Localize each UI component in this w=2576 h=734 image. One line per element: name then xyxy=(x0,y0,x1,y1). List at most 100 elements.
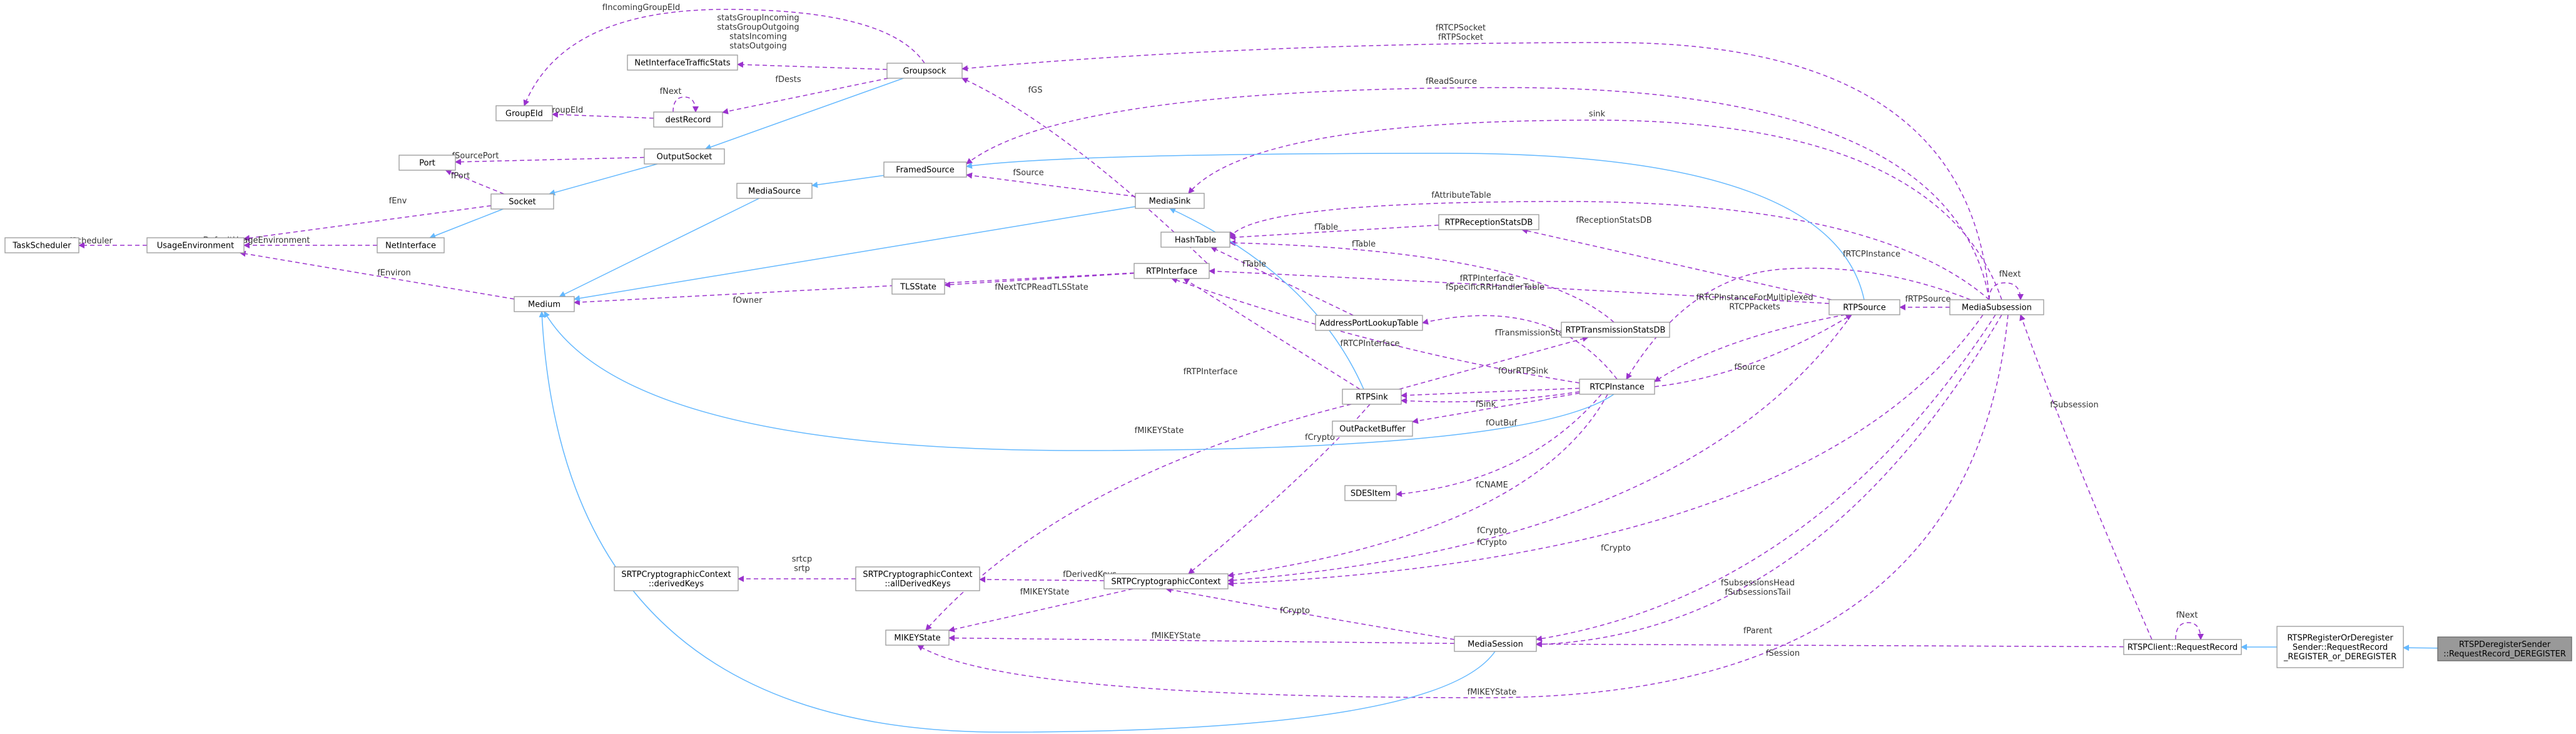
class-node-label-line: RTSPRegisterOrDeregister xyxy=(2287,634,2393,643)
class-node-label: HashTable xyxy=(1175,236,1216,245)
class-node-label-line: RTPSource xyxy=(1843,303,1886,313)
class-node-RTPSink[interactable]: RTPSink xyxy=(1342,389,1402,405)
class-node-OutPacketBuffer[interactable]: OutPacketBuffer xyxy=(1332,421,1413,437)
class-node-RTPInterface[interactable]: RTPInterface xyxy=(1133,263,1210,279)
class-node-HashTable[interactable]: HashTable xyxy=(1160,232,1230,248)
edge-label-line: fCrypto xyxy=(1305,433,1335,442)
class-node-box xyxy=(627,54,738,71)
class-node-MediaSource[interactable]: MediaSource xyxy=(736,183,813,199)
class-node-label: OutputSocket xyxy=(657,153,712,162)
class-node-label-line: SRTPCryptographicContext xyxy=(621,570,731,579)
class-node-destRecord[interactable]: destRecord xyxy=(653,111,723,128)
class-node-Medium[interactable]: Medium xyxy=(514,296,575,312)
class-node-label-line: TaskScheduler xyxy=(12,242,71,251)
class-node-SDESItem[interactable]: SDESItem xyxy=(1344,485,1397,501)
class-node-NetInterfaceTrafficStats[interactable]: NetInterfaceTrafficStats xyxy=(627,54,738,71)
class-node-RTSPClientRequestRecord[interactable]: RTSPClient::RequestRecord xyxy=(2123,639,2242,655)
usage-edge-RTCPInstance-SDESItem xyxy=(1396,394,1602,497)
usage-edge-RTPInterface-TLSState xyxy=(944,272,1135,288)
class-node-UsageEnvironment[interactable]: UsageEnvironment xyxy=(146,237,245,253)
class-node-Port[interactable]: Port xyxy=(398,155,456,171)
class-node-box xyxy=(4,237,79,253)
usage-edge-RTPSource-RTPReceptionStatsDB xyxy=(1521,228,1832,300)
class-node-RTCPInstance[interactable]: RTCPInstance xyxy=(1579,379,1655,395)
edge-label-line: fSource xyxy=(1734,363,1765,372)
edge-label-fOwner: fOwner xyxy=(733,296,763,305)
class-node-box xyxy=(883,161,967,178)
class-node-box xyxy=(1579,379,1655,395)
usage-edge-RTCPInstance-RTPSink xyxy=(1401,391,1580,404)
class-node-NetInterface[interactable]: NetInterface xyxy=(377,237,445,253)
usage-edge-Socket-Port xyxy=(445,169,504,195)
edge-label-line: fNext xyxy=(2176,611,2198,620)
class-node-label: MediaSink xyxy=(1149,197,1191,206)
class-node-label: SRTPCryptographicContext::allDerivedKeys xyxy=(863,570,972,589)
class-node-FramedSource[interactable]: FramedSource xyxy=(883,161,967,178)
class-node-label-line: NetInterfaceTrafficStats xyxy=(634,59,730,68)
class-node-label-line: NetInterface xyxy=(385,242,436,251)
class-node-box xyxy=(398,155,456,171)
class-node-OutputSocket[interactable]: OutputSocket xyxy=(644,148,725,165)
edge-label-fEnv: fEnv xyxy=(389,196,407,206)
class-node-label-line: RTSPClient::RequestRecord xyxy=(2127,643,2238,653)
usage-edge-OutputSocket-Port xyxy=(455,156,645,165)
class-node-label-line: MediaSink xyxy=(1149,197,1191,206)
edge-label-fGroupEId: fGroupEId xyxy=(543,106,583,115)
class-node-label: Socket xyxy=(509,198,536,207)
class-node-label-line: FramedSource xyxy=(896,166,954,175)
class-node-Socket[interactable]: Socket xyxy=(490,193,554,210)
edge-label-line: fReadSource xyxy=(1426,77,1477,86)
edge-label-line: fRTPInterface xyxy=(1184,367,1238,377)
class-node-AddressPortLookupTable[interactable]: AddressPortLookupTable xyxy=(1315,315,1423,331)
class-node-GroupEId[interactable]: GroupEId xyxy=(495,105,553,121)
usage-edge-Groupsock-destRecord xyxy=(722,78,889,115)
class-node-SRTPCryptographicContext[interactable]: SRTPCryptographicContext xyxy=(1103,573,1229,589)
edge-label-line: fScheduler xyxy=(69,237,113,246)
edge-label-fReceptionStatsDB: fReceptionStatsDB xyxy=(1576,216,1651,225)
edge-label-line: fMIKEYState xyxy=(1020,588,1070,597)
usage-edge-RTSPClientRequestRecord-RTSPClientRequestRecord xyxy=(2175,622,2204,640)
usage-edge-RTPSource-SRTPCryptographicContext xyxy=(1227,314,1852,584)
edge-label-line: fGroupEId xyxy=(543,106,583,115)
class-node-RTPSource[interactable]: RTPSource xyxy=(1828,299,1900,315)
class-node-Groupsock[interactable]: Groupsock xyxy=(886,63,963,79)
class-node-label-line: RTCPInstance xyxy=(1590,383,1644,392)
edge-label-fIncomingGroupEId: fIncomingGroupEId xyxy=(602,3,680,13)
edge-label-fMIKEYStateSink: fMIKEYState xyxy=(1135,426,1184,436)
class-node-MediaSubsession[interactable]: MediaSubsession xyxy=(1949,299,2044,315)
class-node-box xyxy=(885,630,950,646)
edge-label-fRTPInterfaceSink: fRTPInterface xyxy=(1184,367,1238,377)
class-node-label: RTSPDeregisterSender::RequestRecord_DERE… xyxy=(2443,640,2566,659)
edge-label-line: fRTCPInterface xyxy=(1341,339,1400,349)
class-node-SRTPCryptographicContextDerivedKeys[interactable]: SRTPCryptographicContext::derivedKeys xyxy=(614,566,739,591)
inheritance-edge-RTPSource-FramedSource xyxy=(966,153,1865,300)
class-node-MediaSession[interactable]: MediaSession xyxy=(1454,636,1537,652)
class-node-MediaSink[interactable]: MediaSink xyxy=(1135,193,1205,209)
class-node-label: Groupsock xyxy=(903,67,946,76)
edge-label-line: statsGroupIncoming xyxy=(717,14,799,23)
inheritance-edge-RTCPInstance-Medium xyxy=(544,311,1615,451)
edge-label-line: fNextTCPReadTLSState xyxy=(995,283,1088,292)
edge-label-fMIKEYStateSession: fMIKEYState xyxy=(1152,631,1201,641)
class-node-MIKEYState[interactable]: MIKEYState xyxy=(885,630,950,646)
edge-label-line: fTable xyxy=(1314,223,1338,232)
class-node-SRTPCryptographicContextAllDerivedKeys[interactable]: SRTPCryptographicContext::allDerivedKeys xyxy=(855,566,980,591)
edge-label-fPort: fPort xyxy=(451,171,470,181)
edge-label-line: fEnviron xyxy=(377,268,411,278)
usage-edge-MediaSubsession-Groupsock xyxy=(961,42,1990,300)
class-node-RTPTransmissionStatsDB[interactable]: RTPTransmissionStatsDB xyxy=(1561,322,1670,338)
edge-label-line: fOutBuf xyxy=(1486,419,1517,428)
class-node-TaskScheduler[interactable]: TaskScheduler xyxy=(4,237,79,253)
usage-edge-MediaSubsession-MediaSink xyxy=(1188,120,2002,300)
edge-label-fRTCPInstance: fRTCPInstance xyxy=(1843,250,1900,259)
class-node-box xyxy=(644,148,725,165)
class-node-box xyxy=(1160,232,1230,248)
class-node-TLSState[interactable]: TLSState xyxy=(891,278,945,295)
class-node-box xyxy=(1103,573,1229,589)
inheritance-edge-MediaSource-Medium xyxy=(559,198,759,297)
class-node-label: GroupEId xyxy=(505,110,543,119)
class-node-RTPReceptionStatsDB[interactable]: RTPReceptionStatsDB xyxy=(1438,214,1539,230)
edge-label-line: fGS xyxy=(1028,86,1043,95)
